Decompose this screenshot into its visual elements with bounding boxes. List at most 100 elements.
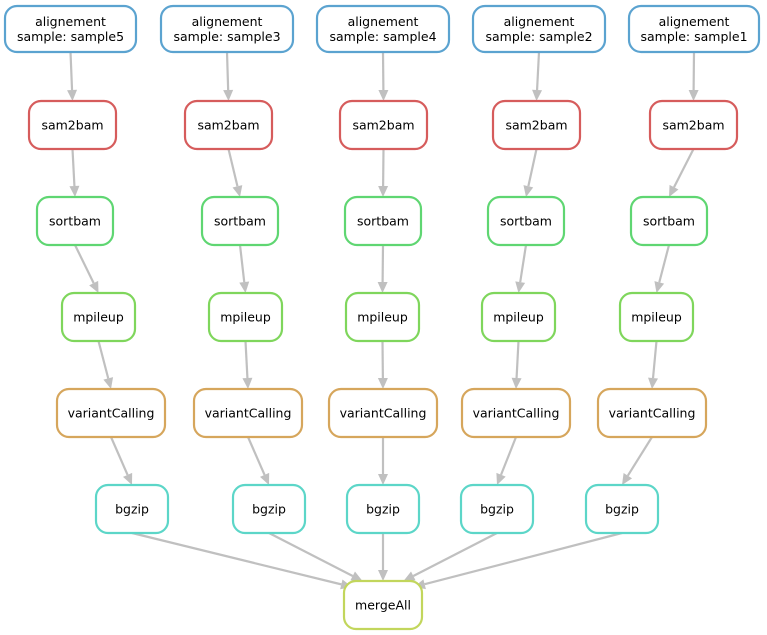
node-sort3: sortbam [200,195,280,247]
node-label: mergeAll [355,598,411,613]
edge-line [225,51,230,91]
arrowhead-icon [123,472,133,485]
edge-line [69,51,74,91]
edge-line [97,340,110,379]
arrowhead-icon [103,377,114,389]
edge-line [527,148,538,187]
edge-line [412,532,498,577]
node-label: sortbam [214,214,266,229]
node-vc1: variantCalling [596,387,708,439]
edge-sort3-to-mp3 [238,244,250,293]
arrowhead-icon [378,474,388,485]
node-label: variantCalling [473,406,560,421]
node-box [207,291,284,343]
node-box [3,4,138,54]
arrowhead-icon [260,472,270,485]
arrowhead-icon [239,281,250,293]
node-label: bgzip [366,502,400,517]
node-label: sortbam [357,214,409,229]
node-vc2: variantCalling [460,387,572,439]
node-sort5: sortbam [35,195,115,247]
edge-sam5-to-sort5 [69,148,80,197]
node-label: sample: sample2 [485,29,592,44]
arrowhead-icon [242,377,253,389]
node-box [648,99,739,151]
node-label: mpileup [220,310,271,325]
node-box [471,4,607,54]
edge-line [244,340,249,379]
node-box [159,4,295,54]
node-sort2: sortbam [486,195,566,247]
node-mp4: mpileup [344,291,421,343]
edge-line [658,244,671,283]
node-label: variantCalling [68,406,155,421]
node-box [200,195,280,247]
edge-vc5-to-bg5 [109,436,133,485]
node-mp1: mpileup [618,291,695,343]
arrowhead-icon [377,377,388,389]
node-box [459,483,535,535]
node-label: bgzip [252,502,286,517]
arrowhead-icon [688,89,699,101]
node-label: variantCalling [609,406,696,421]
edge-vc2-to-bg2 [496,436,518,485]
node-mp5: mpileup [60,291,137,343]
node-box [338,99,429,151]
node-label: alignement [348,14,419,29]
edge-line [246,436,266,476]
arrowhead-icon [511,377,522,389]
edge-line [268,532,354,577]
node-vc4: variantCalling [327,387,439,439]
node-label: alignement [192,14,263,29]
arrowhead-icon [648,377,659,389]
node-sam5: sam2bam [27,99,118,151]
node-bg5: bgzip [94,483,170,535]
edge-line [238,244,246,283]
edge-bg1-to-merge [414,531,623,590]
node-box [60,291,137,343]
edge-align1-to-sam1 [688,51,699,101]
node-box [629,195,709,247]
node-box [343,195,423,247]
node-box [183,99,274,151]
node-label: bgzip [115,502,149,517]
node-sam3: sam2bam [183,99,274,151]
edge-mp5-to-vc5 [97,340,114,389]
node-sam4: sam2bam [338,99,429,151]
edge-vc1-to-bg1 [622,436,653,485]
node-label: sam2bam [505,118,567,133]
edge-line [109,436,129,476]
edge-sam3-to-sort3 [227,148,243,197]
edge-sort2-to-mp2 [515,244,528,293]
arrowhead-icon [378,570,388,581]
node-box [491,99,582,151]
node-label: sample: sample4 [329,29,436,44]
node-sort1: sortbam [629,195,709,247]
edge-line [673,148,695,188]
arrowhead-icon [89,280,99,293]
node-label: variantCalling [340,406,427,421]
node-box [627,4,761,54]
node-label: sample: sample1 [640,29,747,44]
node-bg1: bgzip [584,483,660,535]
edge-bg5-to-merge [131,531,352,590]
edge-sort4-to-mp4 [377,244,388,293]
node-label: mpileup [631,310,682,325]
edge-mp1-to-vc1 [648,340,659,389]
arrowhead-icon [622,473,633,485]
node-label: bgzip [480,502,514,517]
node-box [192,387,304,439]
edge-sort1-to-mp1 [654,244,671,293]
node-box [584,483,660,535]
node-bg3: bgzip [231,483,307,535]
node-label: sam2bam [352,118,414,133]
edge-line [71,148,76,187]
edge-align5-to-sam5 [67,51,78,101]
edge-bg2-to-merge [403,532,498,581]
node-label: alignement [35,14,106,29]
edge-line [626,436,653,477]
node-bg4: bgzip [345,483,421,535]
